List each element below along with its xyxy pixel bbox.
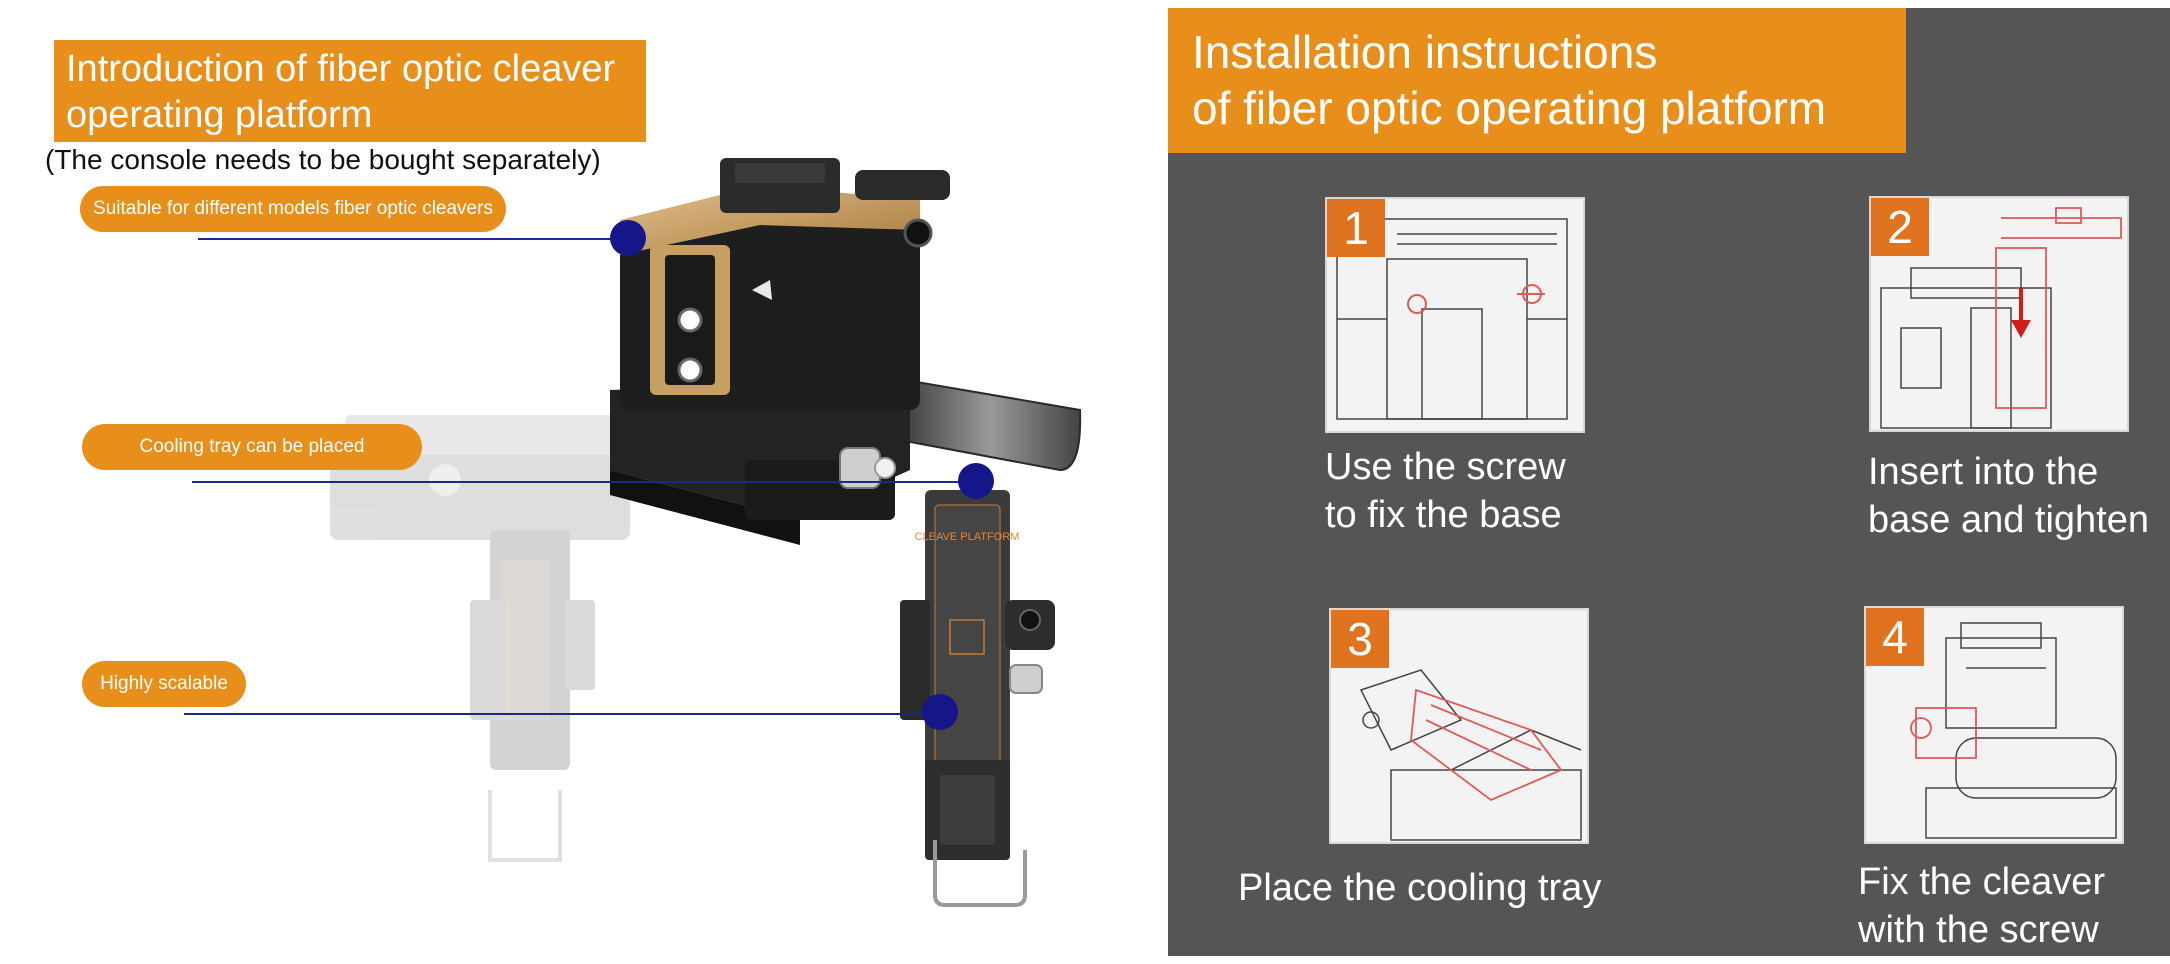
step-2-caption: Insert into the base and tighten — [1868, 451, 2150, 541]
step-4-badge: 4 — [1866, 608, 1924, 666]
step-4-image: 4 — [1864, 606, 2124, 844]
step-3-drawing — [1359, 669, 1582, 841]
platform-base-image — [610, 380, 910, 545]
intro-panel: CLEAVE PLATFORM Introduction of fiber op… — [45, 40, 1082, 907]
intro-subtitle: (The console needs to be bought separate… — [45, 144, 601, 175]
step-3-image: 3 — [1329, 608, 1589, 844]
callout-compatible-models-line — [198, 238, 628, 240]
step-4-drawing — [1910, 622, 2117, 839]
step-3-caption: Place the cooling tray — [1238, 867, 1602, 909]
step-1-badge: 1 — [1327, 199, 1385, 257]
product-illustration: CLEAVE PLATFORM — [330, 158, 1082, 907]
step-1-drawing — [1336, 218, 1568, 420]
callout-highly-scalable-dot — [922, 694, 958, 730]
step-2-badge: 2 — [1871, 198, 1929, 256]
callout-compatible-models: Suitable for different models fiber opti… — [80, 186, 506, 232]
cooling-tray-image — [898, 378, 1082, 472]
callout-cooling-tray-dot — [958, 463, 994, 499]
callout-cooling-tray: Cooling tray can be placed — [82, 424, 422, 470]
svg-text:CLEAVE PLATFORM: CLEAVE PLATFORM — [915, 531, 1020, 543]
step-3-badge: 3 — [1331, 610, 1389, 668]
vertical-stand-image: CLEAVE PLATFORM — [900, 490, 1055, 907]
installation-title: Installation instructions of fiber optic… — [1168, 8, 1906, 153]
step-1-image: 1 — [1325, 197, 1585, 433]
callout-highly-scalable-line — [184, 713, 944, 715]
step-1-caption: Use the screw to fix the base — [1325, 446, 1566, 536]
step-2-drawing — [1880, 207, 2122, 429]
step-2-image: 2 — [1869, 196, 2129, 432]
intro-title: Introduction of fiber optic cleaver oper… — [54, 40, 646, 142]
ghost-platform-image — [330, 415, 630, 862]
callout-highly-scalable: Highly scalable — [82, 661, 246, 707]
fiber-cleaver-image — [620, 158, 950, 410]
callout-compatible-models-dot — [610, 220, 646, 256]
callout-cooling-tray-line — [192, 481, 977, 483]
installation-panel: Installation instructions of fiber optic… — [1168, 8, 2170, 956]
step-4-caption: Fix the cleaver with the screw — [1858, 861, 2106, 951]
